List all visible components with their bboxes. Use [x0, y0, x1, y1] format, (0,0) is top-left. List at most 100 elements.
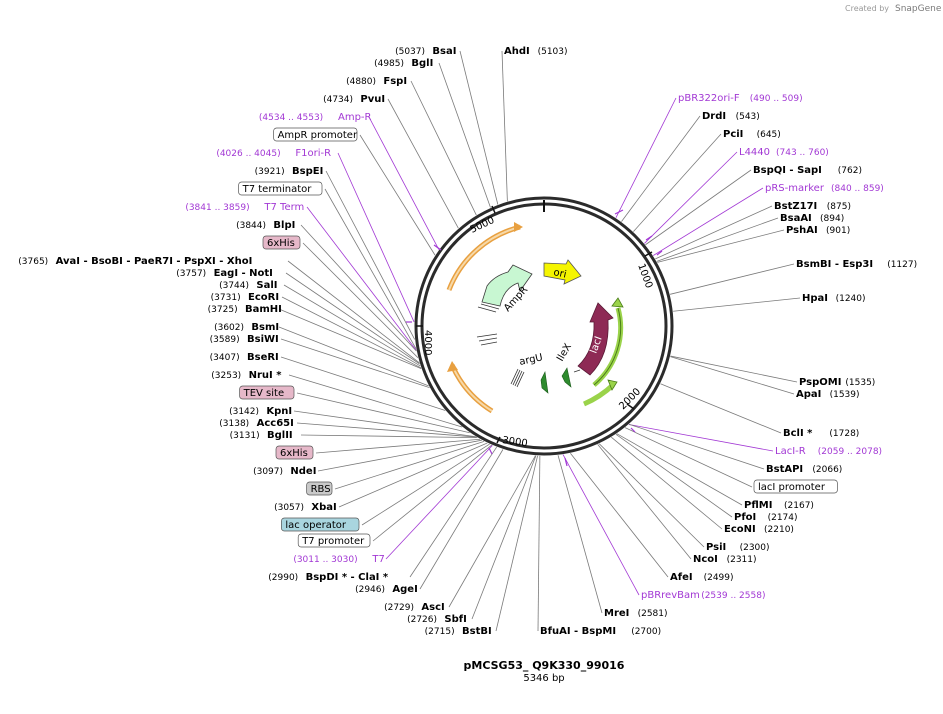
site-position: (3841 .. 3859)	[185, 203, 249, 213]
site-position: (2210)	[764, 525, 794, 535]
enzyme-sbfi: SbfI	[444, 614, 466, 625]
connector-line	[368, 116, 440, 250]
connector-line	[448, 455, 536, 608]
site-position: (2700)	[631, 627, 661, 637]
site-position: (762)	[838, 166, 862, 176]
feature-arrow-orange-bottom	[447, 361, 458, 372]
connector-line	[280, 356, 446, 411]
enzyme-bamhi: BamHI	[245, 304, 282, 315]
connector-line	[537, 455, 541, 632]
enzyme-pflmi: PflMI	[744, 500, 772, 511]
enzyme-econi: EcoNI	[724, 524, 756, 535]
small-feature-marks	[476, 303, 500, 346]
feature-box-6xhis	[275, 445, 314, 460]
connector-line	[597, 444, 692, 560]
connector-line	[616, 433, 743, 506]
enzyme-bfuai-bspmi: BfuAI - BspMI	[540, 626, 616, 637]
enzyme-mrei: MreI	[604, 608, 629, 619]
feature-label-lac-operator: lac operator	[285, 520, 346, 531]
enzyme-hpai: HpaI	[802, 293, 828, 304]
connector-line	[288, 374, 463, 428]
connector-line	[300, 434, 478, 439]
enzyme-xbai: XbaI	[311, 502, 336, 513]
credit-brand: SnapGene	[895, 4, 942, 14]
ori-arrow	[543, 259, 582, 285]
backbone-inner	[420, 202, 668, 450]
connector-line	[296, 392, 470, 434]
connector-line	[562, 454, 640, 596]
connector-line	[278, 308, 422, 370]
argU-arrow	[540, 371, 549, 394]
connector-line	[645, 169, 752, 246]
enzyme-bcli: BclI *	[783, 428, 813, 439]
connector-line	[280, 338, 430, 389]
site-position: (4985)	[374, 59, 404, 69]
connector-line	[285, 272, 420, 365]
connector-line	[570, 453, 669, 578]
primer-l4440: L4440	[739, 147, 770, 158]
connector-line	[495, 455, 538, 632]
plasmid-name: pMCSG53_ Q9K330_99016	[464, 659, 625, 672]
site-position: (894)	[820, 214, 844, 224]
connector-line	[385, 445, 493, 560]
connector-line	[317, 439, 482, 472]
site-position: (2539 .. 2558)	[701, 591, 765, 601]
site-position: (3407)	[210, 353, 240, 363]
argU-label: argU	[518, 352, 544, 368]
primer-t7: T7	[371, 554, 384, 565]
tick-label-3000: 3000	[502, 435, 529, 449]
enzyme-fspi: FspI	[383, 76, 407, 87]
site-position: (3744)	[219, 281, 249, 291]
connector-line	[296, 422, 477, 438]
connector-line	[325, 170, 416, 340]
connector-line	[302, 242, 419, 358]
primer-prs-marker: pRS-marker	[765, 183, 825, 194]
feature-label-tev-site: TEV site	[243, 388, 285, 399]
enzyme-ecori: EcoRI	[248, 292, 279, 303]
site-position: (840 .. 859)	[831, 184, 884, 194]
connector-line	[293, 410, 476, 438]
site-position: (4026 .. 4045)	[216, 149, 280, 159]
primer-f1ori-r: F1ori-R	[295, 148, 331, 159]
primer-pbrrevbam: pBRrevBam	[641, 590, 700, 601]
connector-line	[633, 133, 722, 232]
connector-line	[611, 436, 723, 530]
site-position: (3921)	[255, 167, 285, 177]
enzyme-ahdi: AhdI	[504, 46, 530, 57]
enzyme-avai-bsobi-paer7i-pspxi-xhoi: AvaI - BsoBI - PaeR7I - PspXI - XhoI	[56, 256, 253, 267]
plasmid-length: 5346 bp	[523, 673, 564, 684]
connector-line	[387, 98, 459, 229]
enzyme-pspomi: PspOMI	[799, 377, 841, 388]
site-position: (3138)	[219, 419, 249, 429]
site-position: (4534 .. 4553)	[259, 113, 323, 123]
feature-arc-green-lower	[582, 383, 615, 407]
enzyme-bsaai: BsaAI	[780, 213, 812, 224]
site-position: (1539)	[830, 390, 860, 400]
feature-box-6xhis	[262, 235, 301, 250]
mcs-marks	[510, 368, 525, 388]
connector-line	[615, 433, 733, 518]
site-position: (1127)	[887, 260, 917, 270]
enzyme-agei: AgeI	[392, 584, 417, 595]
enzyme-pcii: PciI	[723, 129, 743, 140]
enzyme-ncoi: NcoI	[693, 554, 718, 565]
feature-box-tev-site	[239, 385, 295, 400]
connector-line	[338, 442, 488, 508]
enzyme-ndei: NdeI	[290, 466, 316, 477]
feature-label-laci-promoter: lacI promoter	[758, 482, 826, 493]
enzyme-blpi: BlpI	[273, 220, 295, 231]
primer-t7-term: T7 Term	[263, 202, 304, 213]
enzyme-psii: PsiI	[706, 542, 726, 553]
site-position: (5037)	[395, 47, 425, 57]
connector-line	[656, 217, 779, 262]
connector-line	[624, 427, 753, 488]
site-position: (490 .. 509)	[750, 94, 803, 104]
tick-label-4000: 4000	[422, 330, 433, 355]
site-position: (1240)	[836, 294, 866, 304]
lacI-arrow	[577, 302, 614, 376]
site-position: (743 .. 760)	[776, 148, 829, 158]
enzyme-bstz17i: BstZ17I	[774, 201, 817, 212]
enzyme-eagi-noti: EagI - NotI	[214, 268, 273, 279]
connector-line	[438, 62, 491, 208]
